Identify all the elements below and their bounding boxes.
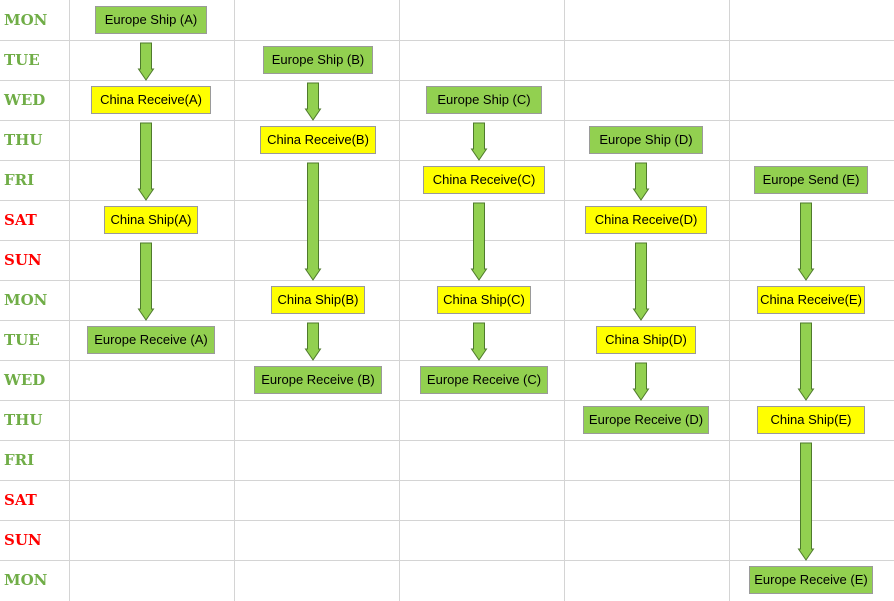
china-step-box: China Ship(D) xyxy=(596,326,696,354)
down-arrow-icon xyxy=(470,322,488,361)
down-arrow-icon xyxy=(797,442,815,561)
day-label: THU xyxy=(4,131,43,149)
europe-step-box: Europe Receive (C) xyxy=(420,366,548,394)
down-arrow-icon xyxy=(137,242,155,321)
china-step-box: China Receive(A) xyxy=(91,86,211,114)
grid-row-line xyxy=(0,240,894,241)
grid-row-line xyxy=(0,560,894,561)
grid-row-line xyxy=(0,320,894,321)
day-label: SAT xyxy=(4,211,37,229)
down-arrow-icon xyxy=(304,322,322,361)
grid-row-line xyxy=(0,200,894,201)
day-label: FRI xyxy=(4,171,35,189)
china-step-box: China Ship(C) xyxy=(437,286,531,314)
grid-row-line xyxy=(0,80,894,81)
down-arrow-icon xyxy=(304,162,322,281)
down-arrow-icon xyxy=(137,42,155,81)
europe-step-box: Europe Receive (E) xyxy=(749,566,873,594)
day-label: FRI xyxy=(4,451,35,469)
grid-column-line xyxy=(69,0,70,601)
day-label: SUN xyxy=(4,531,42,549)
china-step-box: China Ship(A) xyxy=(104,206,198,234)
day-label: MON xyxy=(4,291,48,309)
down-arrow-icon xyxy=(797,202,815,281)
grid-column-line xyxy=(234,0,235,601)
down-arrow-icon xyxy=(470,202,488,281)
grid-row-line xyxy=(0,40,894,41)
day-label: TUE xyxy=(4,51,40,69)
day-label: MON xyxy=(4,571,48,589)
europe-step-box: Europe Ship (A) xyxy=(95,6,207,34)
day-label: SAT xyxy=(4,491,37,509)
down-arrow-icon xyxy=(797,322,815,401)
down-arrow-icon xyxy=(304,82,322,121)
china-step-box: China Ship(E) xyxy=(757,406,865,434)
europe-step-box: Europe Ship (C) xyxy=(426,86,542,114)
day-label: WED xyxy=(4,91,46,109)
down-arrow-icon xyxy=(137,122,155,201)
grid-column-line xyxy=(729,0,730,601)
grid-column-line xyxy=(399,0,400,601)
down-arrow-icon xyxy=(632,362,650,401)
china-step-box: China Receive(C) xyxy=(423,166,545,194)
day-label: TUE xyxy=(4,331,40,349)
europe-step-box: Europe Ship (B) xyxy=(263,46,373,74)
down-arrow-icon xyxy=(632,242,650,321)
day-label: THU xyxy=(4,411,43,429)
day-label: WED xyxy=(4,371,46,389)
grid-row-line xyxy=(0,400,894,401)
europe-step-box: Europe Send (E) xyxy=(754,166,868,194)
grid-row-line xyxy=(0,440,894,441)
china-step-box: China Receive(B) xyxy=(260,126,376,154)
down-arrow-icon xyxy=(470,122,488,161)
europe-step-box: Europe Receive (A) xyxy=(87,326,215,354)
grid-row-line xyxy=(0,280,894,281)
grid-row-line xyxy=(0,160,894,161)
grid-row-line xyxy=(0,480,894,481)
day-label: SUN xyxy=(4,251,42,269)
day-label: MON xyxy=(4,11,48,29)
china-step-box: China Receive(E) xyxy=(757,286,865,314)
grid-row-line xyxy=(0,120,894,121)
china-step-box: China Receive(D) xyxy=(585,206,707,234)
grid-column-line xyxy=(564,0,565,601)
europe-step-box: Europe Ship (D) xyxy=(589,126,703,154)
grid-row-line xyxy=(0,360,894,361)
europe-step-box: Europe Receive (D) xyxy=(583,406,709,434)
europe-step-box: Europe Receive (B) xyxy=(254,366,382,394)
down-arrow-icon xyxy=(632,162,650,201)
china-step-box: China Ship(B) xyxy=(271,286,365,314)
grid-row-line xyxy=(0,520,894,521)
